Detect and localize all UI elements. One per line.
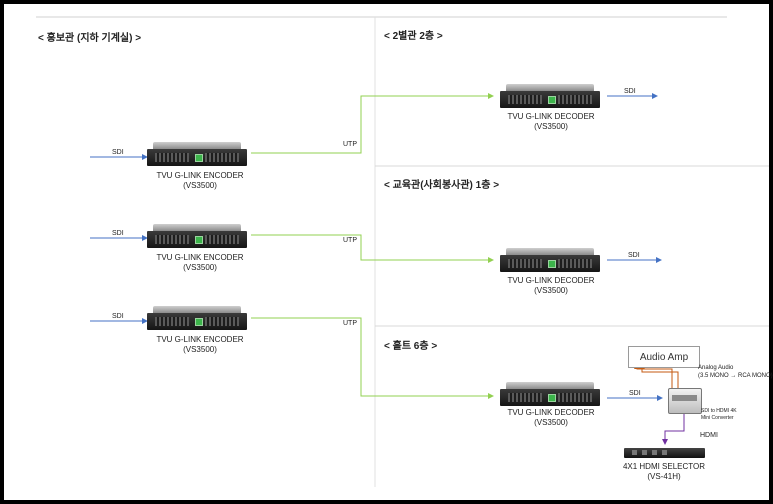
sdi-in-label: SDI [112,230,124,237]
decoder-model: (VS3500) [534,122,568,131]
encoder-model: (VS3500) [183,345,217,354]
encoder-name: TVU G-LINK ENCODER [156,171,244,180]
encoder-label-3: TVU G-LINK ENCODER (VS3500) [147,335,253,355]
sdi-out-label: SDI [629,390,641,397]
section-title-byeolgwan: < 2별관 2층 > [384,31,443,42]
utp-line-1 [251,93,494,154]
sdi-to-hdmi-converter-icon [668,388,702,414]
audio-amp-box: Audio Amp [628,346,700,368]
decoder-label-1: TVU G-LINK DECODER (VS3500) [496,112,606,132]
converter-label: SDI to HDMI 4K Mini Converter [701,408,761,422]
decoder-device-icon [500,248,600,273]
encoder-name: TVU G-LINK ENCODER [156,335,244,344]
analog-audio-spec: (3.5 MONO → RCA MONO) [698,373,773,379]
hdmi-label: HDMI [700,432,718,439]
decoder-name: TVU G-LINK DECODER [507,408,595,417]
decoder-model: (VS3500) [534,286,568,295]
encoder-device-icon [147,306,247,331]
encoder-model: (VS3500) [183,263,217,272]
hdmi-selector-label: 4X1 HDMI SELECTOR (VS-41H) [609,462,719,482]
decoder-label-2: TVU G-LINK DECODER (VS3500) [496,276,606,296]
analog-audio-title: Analog Audio [698,365,734,371]
decoder-name: TVU G-LINK DECODER [507,112,595,121]
utp-line-2 [251,234,494,263]
encoder-model: (VS3500) [183,181,217,190]
utp-label: UTP [343,237,357,244]
utp-label: UTP [343,141,357,148]
hdmi-selector-name: 4X1 HDMI SELECTOR [622,462,706,471]
sdi-in-label: SDI [112,313,124,320]
encoder-name: TVU G-LINK ENCODER [156,253,244,262]
converter-name: SDI to HDMI 4K [701,408,737,414]
analog-audio-label: Analog Audio (3.5 MONO → RCA MONO) [698,364,773,380]
decoder-device-icon [500,382,600,407]
decoder-device-icon [500,84,600,109]
section-title-gyoyuk: < 교육관(사회봉사관) 1층 > [384,180,500,191]
audio-line-2 [639,363,679,388]
encoder-device-icon [147,142,247,167]
sdi-in-label: SDI [112,149,124,156]
sdi-out-label: SDI [628,252,640,259]
utp-label: UTP [343,320,357,327]
decoder-label-3: TVU G-LINK DECODER (VS3500) [496,408,606,428]
section-title-hongbo: < 홍보관 (지하 기계실) > [38,33,142,44]
encoder-label-2: TVU G-LINK ENCODER (VS3500) [147,253,253,273]
utp-line-3 [251,317,494,399]
encoder-device-icon [147,224,247,249]
decoder-name: TVU G-LINK DECODER [507,276,595,285]
decoder-model: (VS3500) [534,418,568,427]
hdmi-selector-model: (VS-41H) [647,472,681,481]
section-title-holt: < 홀트 6층 > [384,341,438,352]
hdmi-selector-device-icon [624,448,705,458]
diagram-canvas: < 홍보관 (지하 기계실) > < 2별관 2층 > < 교육관(사회봉사관)… [4,4,773,500]
connection-lines [36,16,769,487]
converter-type: Mini Converter [701,415,734,421]
hdmi-line [662,412,685,445]
sdi-out-label: SDI [624,88,636,95]
encoder-label-1: TVU G-LINK ENCODER (VS3500) [147,171,253,191]
